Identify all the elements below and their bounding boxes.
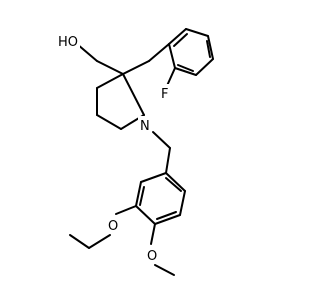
bond xyxy=(207,35,214,60)
fluorine-label: F xyxy=(161,87,168,102)
bond xyxy=(154,264,175,276)
bond xyxy=(185,28,209,37)
bond xyxy=(140,172,167,183)
ether-oxygen-1-label: O xyxy=(108,219,118,234)
fluorine-label-background xyxy=(159,84,173,101)
bond xyxy=(135,205,156,225)
bond xyxy=(206,40,211,58)
ether-oxygen-2-label-background xyxy=(145,246,160,264)
nitrogen-label: N xyxy=(140,119,150,134)
bond xyxy=(168,28,187,45)
bond xyxy=(174,67,197,76)
bond xyxy=(154,214,181,225)
nitrogen-label-background xyxy=(138,116,152,133)
bond xyxy=(96,60,124,75)
bond xyxy=(69,234,90,249)
bond-lines xyxy=(69,28,214,276)
bond xyxy=(152,131,171,149)
bond xyxy=(195,58,214,76)
bond xyxy=(115,205,137,215)
ether-oxygen-1-label-background xyxy=(106,216,121,234)
bond xyxy=(165,147,171,174)
atom-labels: HO F N O O xyxy=(56,32,173,264)
bond xyxy=(173,33,188,47)
hydroxyl-label-background xyxy=(56,32,80,50)
ether-oxygen-2-label: O xyxy=(147,249,157,264)
bond xyxy=(168,43,176,69)
bond xyxy=(150,223,156,245)
bond xyxy=(177,64,194,72)
bond xyxy=(156,211,177,220)
bond xyxy=(165,177,182,192)
bond xyxy=(122,73,145,116)
bond xyxy=(135,181,142,207)
molecule-structure-diagram: HO F N O O xyxy=(56,28,214,276)
bond xyxy=(122,60,150,75)
bond xyxy=(76,43,98,62)
bond xyxy=(139,186,145,206)
bond xyxy=(88,234,111,249)
bond xyxy=(165,172,186,192)
bond xyxy=(148,43,170,62)
hydroxyl-label: HO xyxy=(58,35,78,50)
bond xyxy=(96,114,122,130)
bond xyxy=(96,73,124,89)
bond xyxy=(179,190,186,216)
